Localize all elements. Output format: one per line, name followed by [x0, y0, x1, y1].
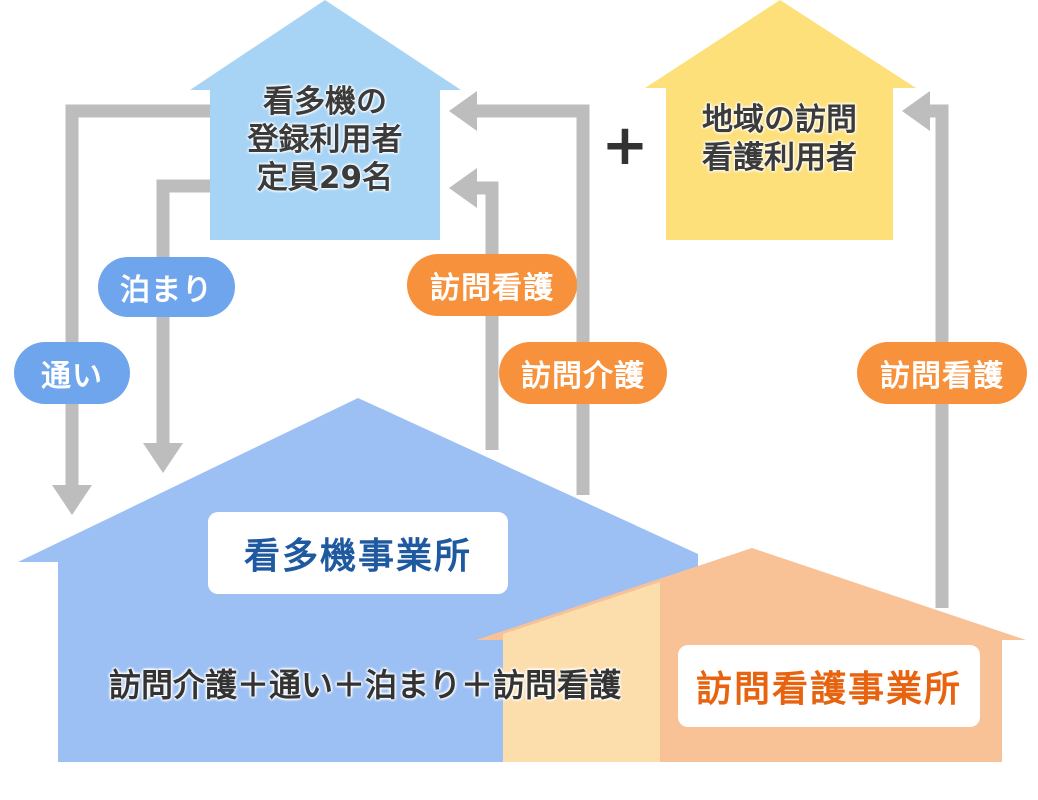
- overlap-region: [503, 582, 660, 762]
- user-house-line1: 看多機の: [263, 84, 387, 120]
- community-house-label: 地域の訪問 看護利用者: [666, 96, 893, 182]
- arrowhead-tomari: [143, 443, 183, 473]
- label-houmon-kango-right: 訪問看護: [857, 342, 1027, 404]
- user-house-line3: 定員29名: [256, 160, 394, 196]
- label-houmon-kango-left: 訪問看護: [407, 254, 577, 316]
- arrow-houmon-kango-left: [477, 181, 499, 450]
- user-house-label: 看多機の 登録利用者 定員29名: [210, 80, 440, 200]
- community-house-line1: 地域の訪問: [702, 102, 857, 138]
- label-houmon-kaigo: 訪問介護: [499, 342, 667, 404]
- user-house: [190, 0, 461, 240]
- nursing-office-title: 訪問看護事業所: [678, 645, 980, 727]
- arrowhead-houmon-kango-left: [449, 168, 477, 208]
- plus-sign: +: [601, 112, 649, 178]
- main-office-services: 訪問介護＋通い＋泊まり＋訪問看護: [108, 666, 621, 704]
- label-tomari: 泊まり: [98, 257, 235, 317]
- main-office-title: 看多機事業所: [208, 512, 508, 594]
- community-house-line2: 看護利用者: [702, 140, 857, 176]
- arrowhead-kayoi: [52, 485, 92, 515]
- arrowhead-houmon-kaigo: [449, 91, 477, 131]
- user-house-line2: 登録利用者: [247, 122, 403, 158]
- label-kayoi: 通い: [14, 342, 130, 404]
- arrowhead-houmon-kango-right: [902, 91, 930, 131]
- community-house: [645, 0, 916, 240]
- arrow-tomari: [156, 179, 210, 443]
- arrow-houmon-kango-right: [930, 104, 949, 608]
